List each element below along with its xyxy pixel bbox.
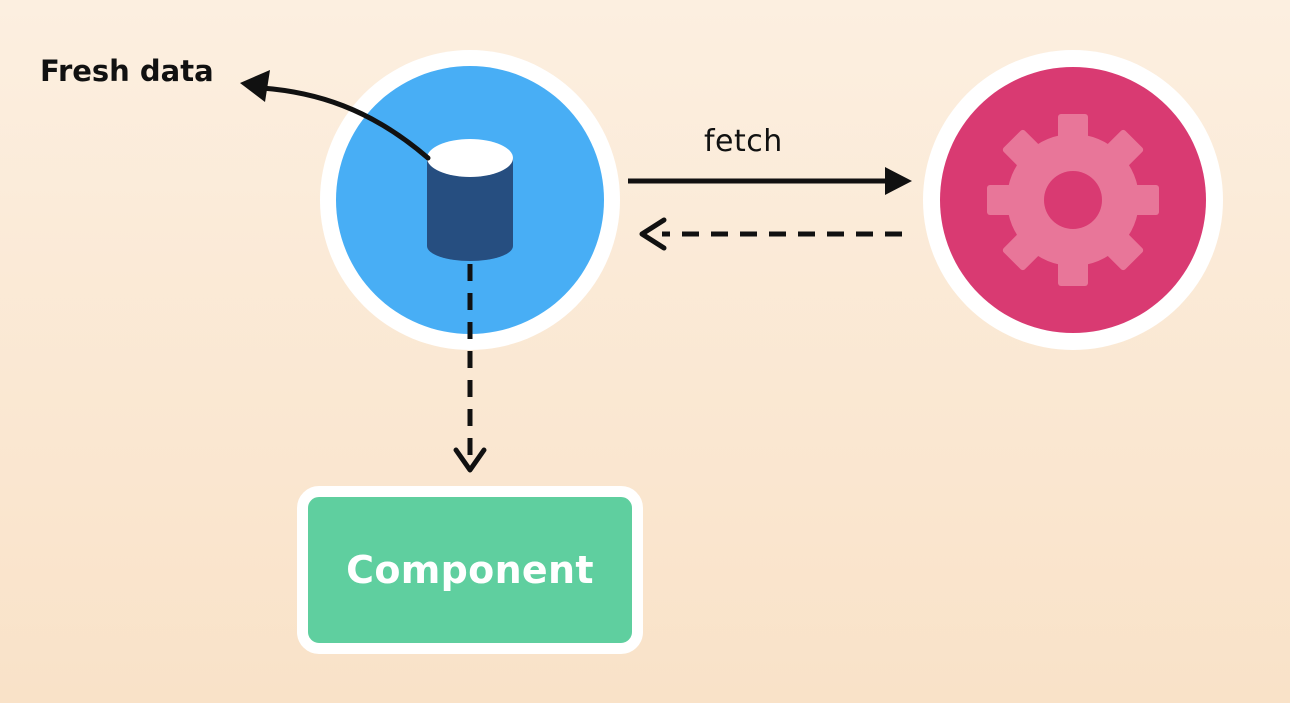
component-node: Component: [297, 486, 643, 654]
server-node: [923, 50, 1223, 350]
fresh-data-label: Fresh data: [40, 54, 214, 88]
database-icon: [427, 139, 513, 261]
render-arrow: [453, 264, 487, 473]
fetch-arrow: [628, 167, 912, 195]
component-label: Component: [346, 548, 594, 592]
gear-icon: [987, 114, 1159, 286]
response-arrow: [639, 217, 902, 251]
fetch-label: fetch: [704, 124, 783, 159]
cache-node: [320, 50, 620, 350]
fresh-data-arrow: [240, 70, 431, 161]
